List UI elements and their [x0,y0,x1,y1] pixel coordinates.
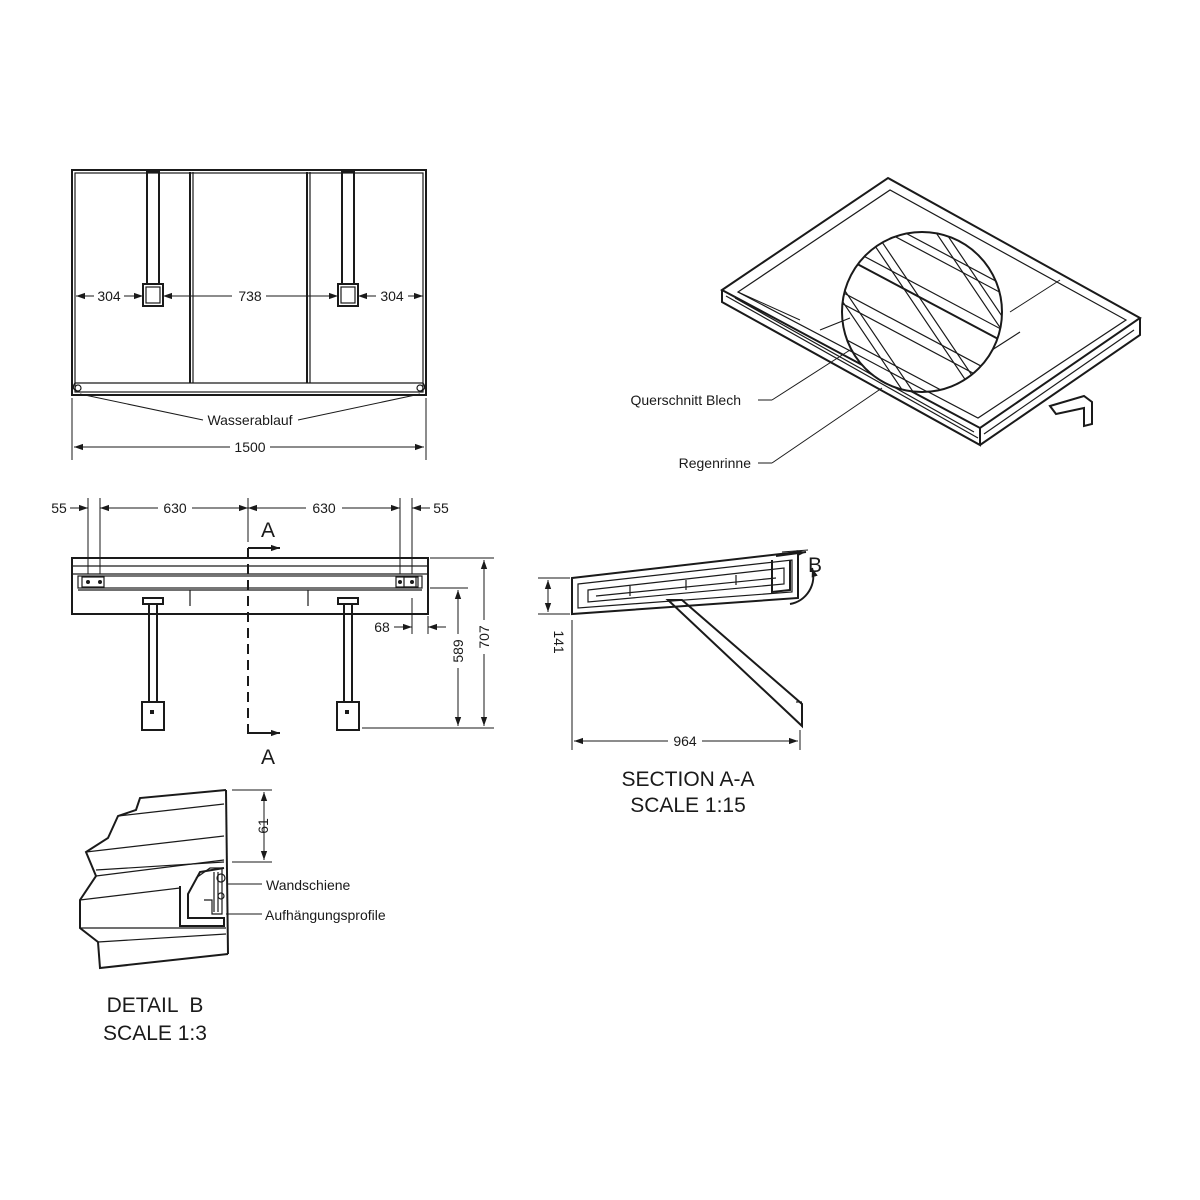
detail-scale: SCALE 1:3 [103,1022,207,1045]
dim-height-707: 707 [476,625,492,649]
detail-b-marker: B [775,550,822,605]
section-view: B 141 964 SECTION A-A SCALE 1:15 [538,549,822,817]
section-line-aa: A A [247,519,280,769]
wall-rail-label: Wandschiene [266,877,351,893]
dim-thickness-141: 141 [551,630,567,654]
dim-edge-left-55: 55 [51,500,67,516]
drain-label: Wasserablauf [207,412,292,428]
dim-span-left-630: 630 [163,500,187,516]
bracket-left [142,171,164,307]
dim-depth: 964 [571,620,801,750]
dim-total: 1500 [71,398,427,460]
detail-title: DETAIL B [107,994,204,1017]
iso-callouts: Querschnitt Blech Regenrinne [631,349,883,471]
front-leg-right [336,597,360,731]
canopy-outline [71,169,427,396]
section-title: SECTION A-A [621,768,754,791]
gutter-label: Regenrinne [679,455,752,471]
detail-view: 61 Wandschiene Aufhängungsprofile DETAIL… [79,789,386,1045]
dim-row-front: 55 630 630 55 [51,498,449,574]
bracket-right [337,171,359,307]
drain-callout: Wasserablauf [79,393,421,428]
front-body [71,557,429,615]
iso-canopy [720,176,1142,447]
front-leg-left [141,597,165,731]
front-view: A A 55 630 630 55 68 [51,498,494,769]
dim-height-detail: 61 [232,789,272,863]
dim-height-589: 589 [450,639,466,663]
magnifier-circle [819,231,1021,393]
detail-callouts: Wandschiene Aufhängungsprofile [226,877,386,923]
hanger-profile-label: Aufhängungsprofile [265,907,386,923]
section-mark-bottom: A [261,746,275,769]
dim-span-right-630: 630 [312,500,336,516]
dim-heights: 589 707 [362,557,494,729]
dim-left-304: 304 [97,288,121,304]
dim-height-61: 61 [255,818,271,834]
dim-right-304: 304 [380,288,404,304]
dim-offset-68: 68 [374,619,390,635]
detail-mark-b: B [808,554,822,577]
dim-center-738: 738 [238,288,262,304]
iso-view: Querschnitt Blech Regenrinne [631,176,1142,471]
iso-bracket [1048,394,1093,428]
section-mark-top: A [261,519,275,542]
top-view: 304 738 304 Wasserablauf 1500 [71,169,427,460]
section-strut [665,599,803,729]
dim-depth-964: 964 [673,733,697,749]
dim-edge-right-55: 55 [433,500,449,516]
section-body [571,549,809,616]
cross-section-label: Querschnitt Blech [631,392,742,408]
detail-body [79,789,229,970]
dim-total-1500: 1500 [234,439,265,455]
dim-row-top: 304 738 304 [76,288,423,304]
section-scale: SCALE 1:15 [630,794,746,817]
dim-offset: 68 [374,598,446,635]
dim-thickness: 141 [538,577,570,654]
